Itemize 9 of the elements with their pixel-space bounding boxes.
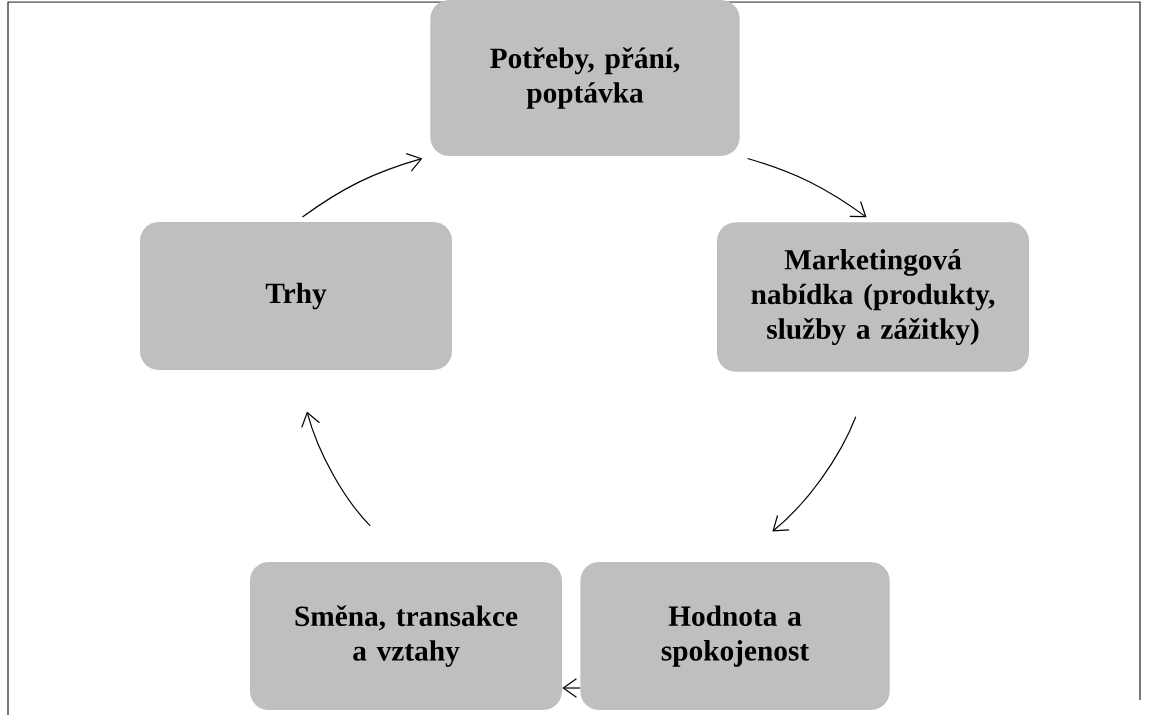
arrow (301, 411, 371, 527)
process-box: Potřeby, přání, poptávka (430, 0, 740, 156)
process-box: Marketingová nabídka (produkty, služby a zážitky) (717, 222, 1029, 372)
process-box: Trhy (140, 222, 452, 370)
process-box: Směna, transakce a vztahy (250, 562, 562, 710)
arrow (301, 152, 423, 218)
process-box: Hodnota a spokojenost (580, 562, 890, 710)
arrow (747, 157, 867, 218)
arrow (772, 416, 857, 532)
